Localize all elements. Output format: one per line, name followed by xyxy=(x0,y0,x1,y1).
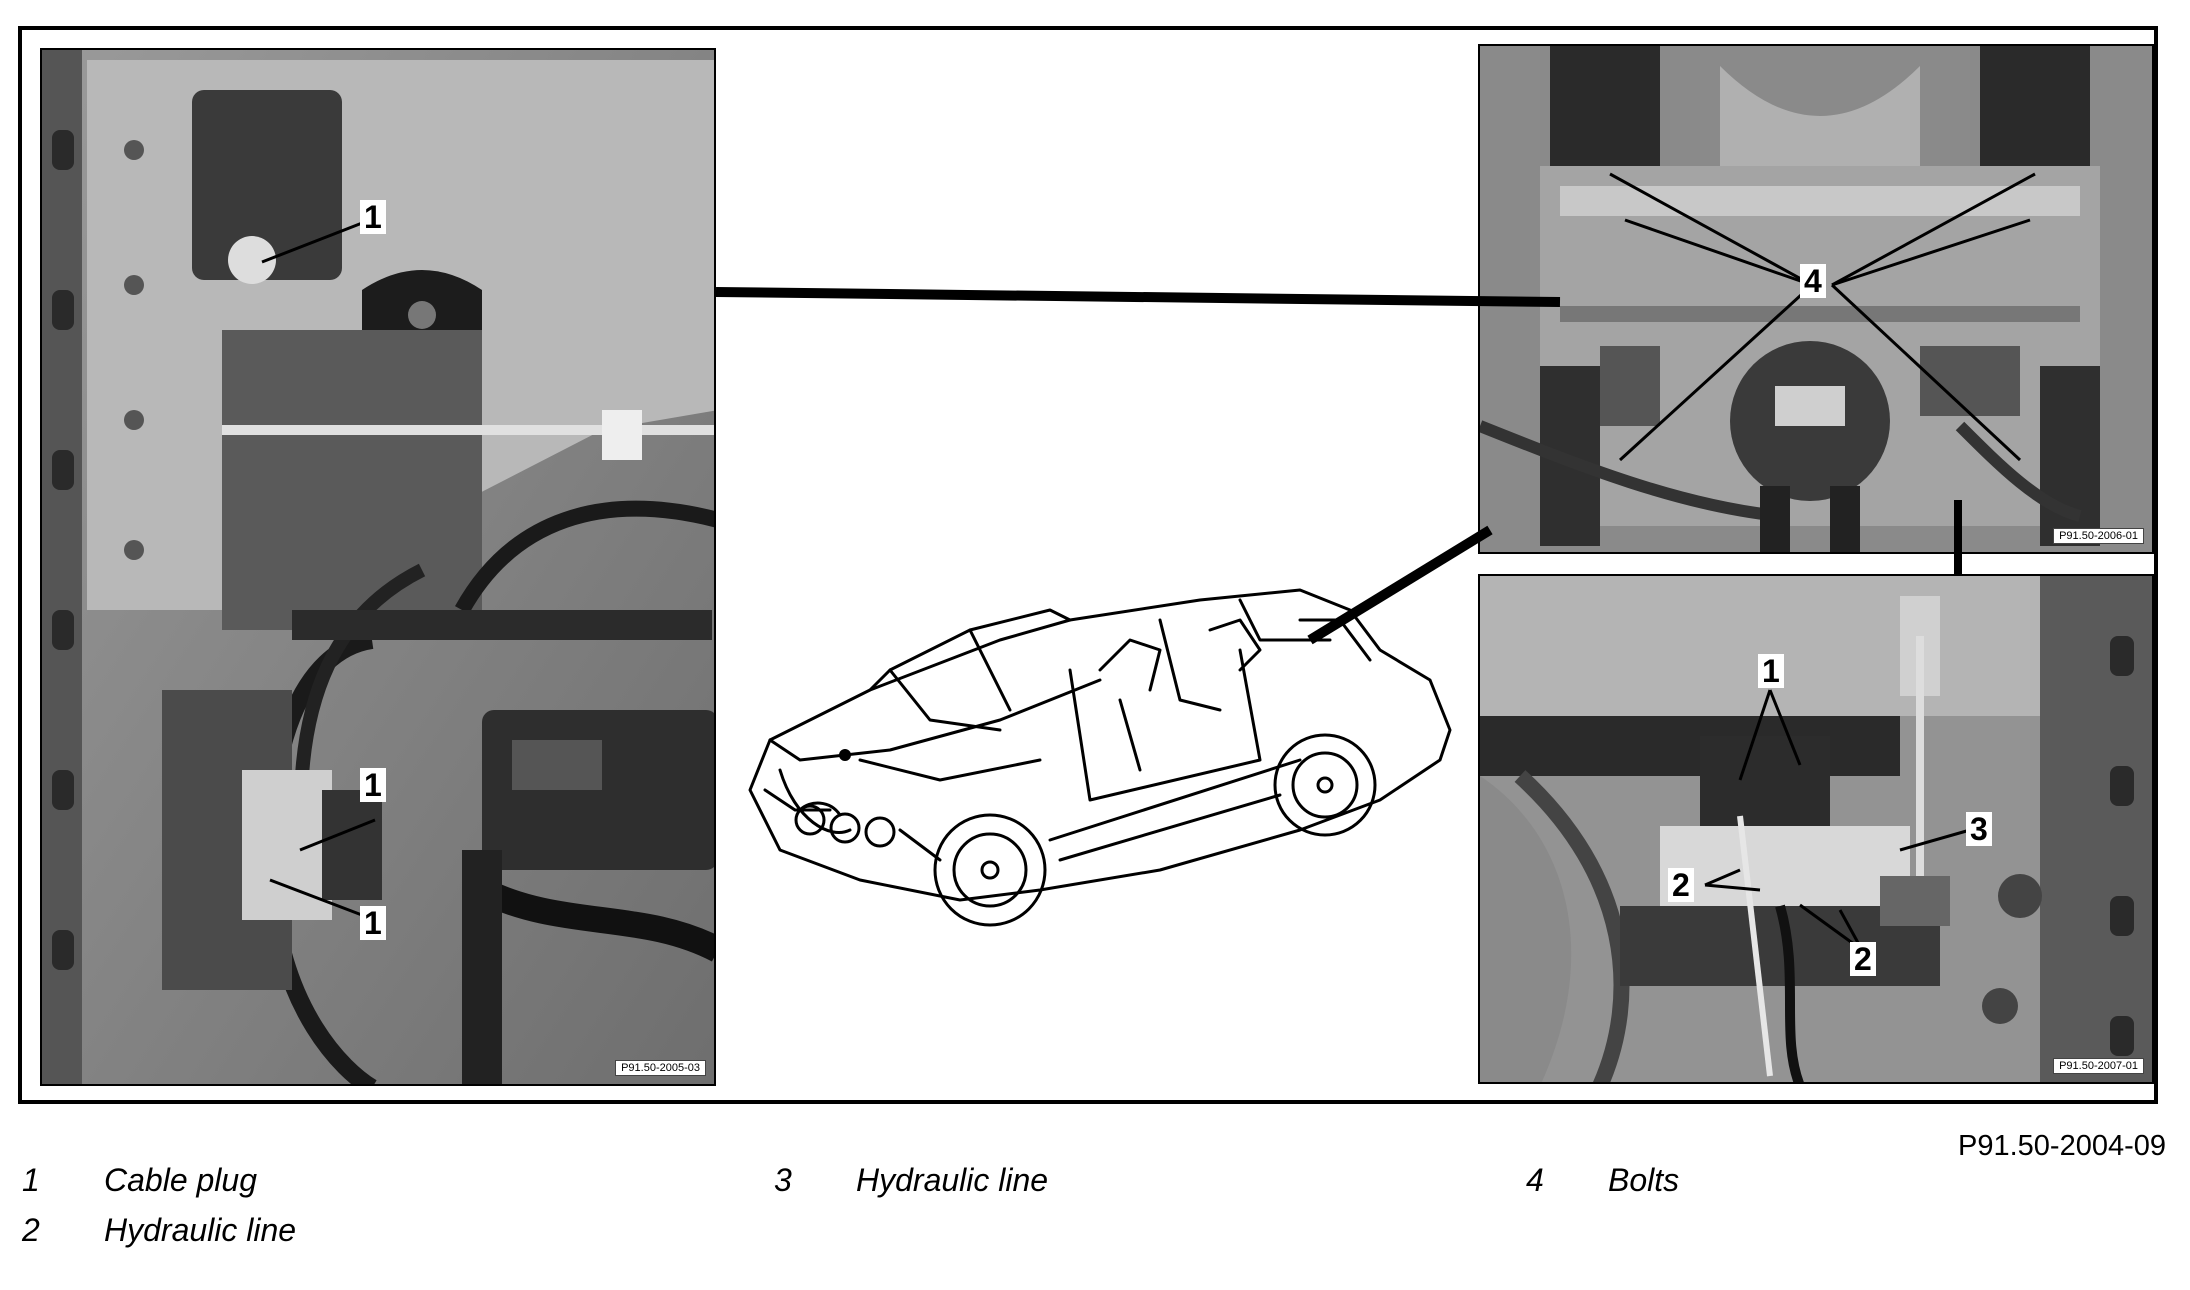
callout-bottom-right-2a: 2 xyxy=(1668,868,1694,902)
callout-bottom-right-3: 3 xyxy=(1966,812,1992,846)
legend-text: Hydraulic line xyxy=(856,1162,1049,1198)
callout-bottom-right-2b: 2 xyxy=(1850,942,1876,976)
legend-text: Bolts xyxy=(1608,1162,1680,1198)
callout-top-right-4: 4 xyxy=(1800,264,1826,298)
legend-text: Cable plug xyxy=(104,1162,257,1198)
figure-code: P91.50-2004-09 xyxy=(1958,1130,2166,1162)
photo-code-bottom-right: P91.50-2007-01 xyxy=(2053,1058,2144,1074)
callout-left-1a: 1 xyxy=(360,200,386,234)
photo-code-left: P91.50-2005-03 xyxy=(615,1060,706,1076)
legend-text: Hydraulic line xyxy=(104,1212,297,1248)
legend-num: 1 xyxy=(22,1162,40,1198)
callout-left-1c: 1 xyxy=(360,906,386,940)
legend-num: 4 xyxy=(1526,1162,1544,1198)
callout-left-1b: 1 xyxy=(360,768,386,802)
car-illustration xyxy=(748,588,1452,927)
top-right-photo: P91.50-2006-01 xyxy=(1478,44,2154,554)
callout-bottom-right-1: 1 xyxy=(1758,654,1784,688)
bottom-right-photo: P91.50-2007-01 xyxy=(1478,574,2154,1084)
photo-code-top-right: P91.50-2006-01 xyxy=(2053,528,2144,544)
legend-num: 3 xyxy=(774,1162,792,1198)
legend-num: 2 xyxy=(22,1212,40,1248)
